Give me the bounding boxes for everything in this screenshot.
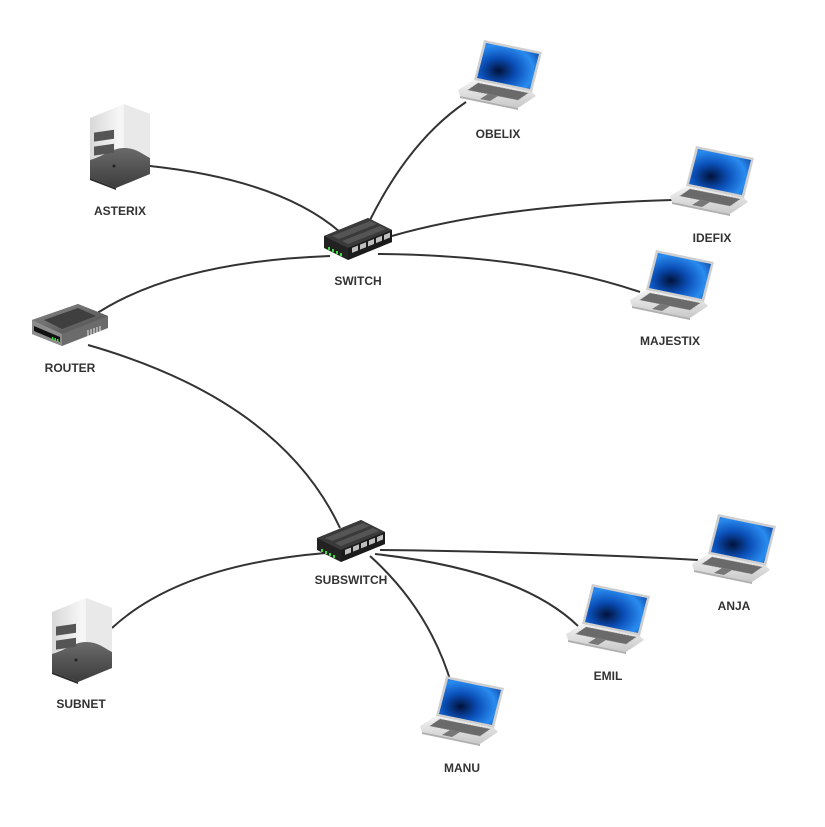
laptop-icon <box>669 145 755 217</box>
node-idefix[interactable]: IDEFIX <box>669 145 755 245</box>
node-subnet[interactable]: SUBNET <box>52 598 112 711</box>
router-icon <box>31 303 109 347</box>
edge-switch-obelix <box>369 101 467 221</box>
edge-router-subswitch <box>87 344 341 529</box>
node-manu[interactable]: MANU <box>419 675 505 775</box>
laptop-icon <box>419 675 505 747</box>
node-label: ASTERIX <box>94 204 146 218</box>
laptop-icon <box>691 513 777 585</box>
edge-subnet-subswitch <box>111 552 327 629</box>
node-label: MAJESTIX <box>640 334 700 348</box>
node-label: EMIL <box>594 669 623 683</box>
laptop-icon <box>629 249 715 321</box>
node-label: OBELIX <box>476 127 521 141</box>
node-emil[interactable]: EMIL <box>565 583 651 683</box>
node-label: IDEFIX <box>693 231 732 245</box>
node-label: SUBNET <box>56 697 106 711</box>
switch-icon <box>317 520 385 562</box>
node-label: ROUTER <box>45 361 96 375</box>
edge-switch-idefix <box>391 199 673 237</box>
edge-subswitch-emil <box>374 553 579 627</box>
node-label: ANJA <box>718 599 751 613</box>
edge-subswitch-manu <box>369 555 453 687</box>
server-icon <box>52 598 112 684</box>
node-label: MANU <box>444 761 480 775</box>
node-majestix[interactable]: MAJESTIX <box>629 249 715 348</box>
edge-router-switch <box>89 255 331 319</box>
laptop-icon <box>457 39 543 111</box>
laptop-icon <box>565 583 651 655</box>
node-subswitch[interactable]: SUBSWITCH <box>315 520 388 587</box>
edge-switch-majestix <box>377 253 641 293</box>
node-label: SUBSWITCH <box>315 573 388 587</box>
server-icon <box>90 104 150 190</box>
node-router[interactable]: ROUTER <box>31 303 109 375</box>
node-anja[interactable]: ANJA <box>691 513 777 613</box>
node-obelix[interactable]: OBELIX <box>457 39 543 141</box>
node-asterix[interactable]: ASTERIX <box>90 104 150 218</box>
edge-asterix-switch <box>149 165 341 233</box>
node-switch[interactable]: SWITCH <box>324 218 392 288</box>
edge-subswitch-anja <box>379 549 699 561</box>
edges <box>87 101 699 687</box>
node-label: SWITCH <box>334 274 381 288</box>
